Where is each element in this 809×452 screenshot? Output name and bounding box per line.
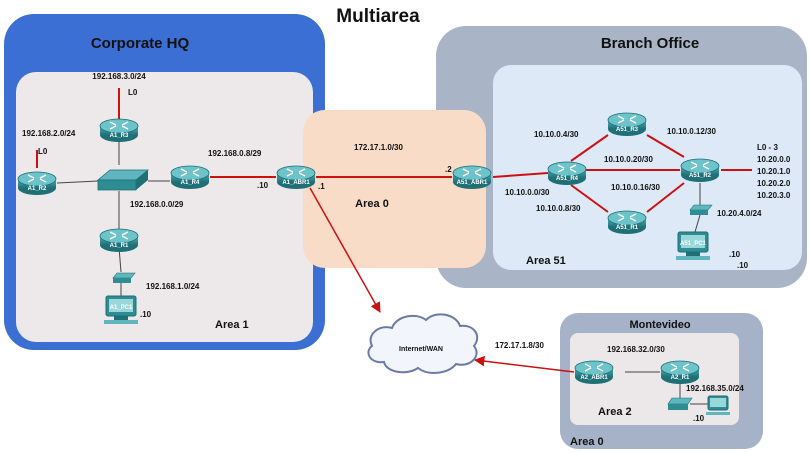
router-a51-r4: A51_R4 — [547, 161, 587, 186]
address-labels: 192.168.3.0/24 L0 192.168.2.0/24 L0 192.… — [22, 72, 791, 423]
link-a51abr1-r4 — [492, 172, 549, 178]
net-label: 10.10.0.4/30 — [534, 130, 579, 139]
net-label: 192.168.2.0/24 — [22, 129, 76, 138]
link-r1-r2 — [646, 182, 685, 213]
pc-a1-pc1: A1_PC1 — [104, 295, 138, 324]
router-label: A51_R1 — [616, 225, 639, 231]
host-label: .10 — [737, 261, 749, 270]
router-label: A1_R1 — [110, 243, 129, 249]
switch-icon — [112, 272, 136, 283]
link-abr1-internet — [309, 187, 381, 313]
loopback-addr: 10.20.2.0 — [757, 179, 791, 188]
area0-center-region — [303, 110, 486, 268]
pc-label: A51_PC1 — [680, 241, 707, 247]
switch-icon — [96, 169, 150, 191]
net-label: 192.168.1.0/24 — [146, 282, 200, 291]
router-a51-r3: A51_R3 — [607, 112, 647, 137]
loopbacks-title: L0 - 3 — [757, 143, 778, 152]
loopback-label: L0 — [38, 147, 48, 156]
loopback-addr: 10.20.3.0 — [757, 191, 791, 200]
router-label: A1_R2 — [28, 186, 47, 192]
cloud-icon — [367, 313, 479, 374]
router-label: A2_R1 — [671, 375, 690, 381]
router-a1-r2: A1_R2 — [17, 171, 57, 196]
link-r4-r1 — [570, 184, 609, 213]
pc-label: A1_PC1 — [110, 305, 133, 311]
net-label: 192.168.3.0/24 — [92, 72, 146, 81]
link-r4-r3 — [570, 134, 609, 162]
net-label: 192.168.0.0/29 — [130, 200, 184, 209]
host-label: .1 — [318, 182, 325, 191]
branch-title: Branch Office — [601, 35, 699, 52]
hq-title: Corporate HQ — [91, 35, 190, 52]
router-a2-r1: A2_R1 — [660, 360, 700, 385]
host-label: .10 — [729, 250, 741, 259]
link-switch51-pc — [694, 214, 701, 233]
switch-icon — [667, 397, 693, 410]
monte-area0-label: Area 0 — [570, 436, 604, 448]
host-label: .2 — [445, 165, 452, 174]
net-label: 172.17.1.8/30 — [495, 341, 544, 350]
loopback-addr: 10.20.1.0 — [757, 167, 791, 176]
net-label: 10.10.0.20/30 — [604, 155, 653, 164]
host-label: .10 — [693, 414, 705, 423]
links — [36, 88, 752, 405]
link-r3-r2 — [646, 134, 685, 158]
link-a2abr1-internet — [473, 355, 575, 373]
router-label: A1_R4 — [181, 180, 200, 186]
net-label: 192.168.35.0/24 — [686, 384, 744, 393]
router-label: A2_ABR1 — [580, 375, 608, 381]
corporate-hq-region — [4, 14, 325, 350]
router-a1-r3: A1_R3 — [99, 118, 139, 143]
router-label: A1_ABR1 — [282, 180, 310, 186]
area51-label: Area 51 — [526, 255, 566, 267]
router-label: A51_R3 — [616, 127, 639, 133]
net-label: 172.17.1.0/30 — [354, 143, 403, 152]
host-label: .10 — [257, 181, 269, 190]
area1-label: Area 1 — [215, 319, 249, 331]
router-a1-r4: A1_R4 — [170, 165, 210, 190]
net-label: 192.168.32.0/30 — [607, 345, 665, 354]
router-label: A51_R2 — [689, 173, 712, 179]
router-label: A51_ABR1 — [457, 180, 488, 186]
diagram-title: Multiarea — [336, 6, 420, 27]
cloud-label: Internet/WAN — [399, 346, 443, 353]
loopback-label: L0 — [128, 88, 138, 97]
montevideo-title: Montevideo — [629, 319, 690, 331]
area2-label: Area 2 — [598, 406, 632, 418]
switch-icon — [689, 204, 713, 215]
router-a51-abr1: A51_ABR1 — [452, 165, 492, 190]
loopback-addr: 10.20.0.0 — [757, 155, 791, 164]
branch-office-region — [436, 26, 807, 288]
net-label: 192.168.0.8/29 — [208, 149, 262, 158]
pc-a2 — [706, 395, 730, 415]
router-a51-r1: A51_R1 — [607, 210, 647, 235]
router-a51-r2: A51_R2 — [680, 158, 720, 183]
pc-a51-pc1: A51_PC1 — [676, 231, 710, 260]
area0-center-label: Area 0 — [355, 198, 389, 210]
internet-wan-cloud: Internet/WAN — [367, 313, 479, 374]
net-label: 10.10.0.12/30 — [667, 127, 716, 136]
net-label: 10.10.0.16/30 — [611, 183, 660, 192]
router-a1-abr1: A1_ABR1 — [276, 165, 316, 190]
router-a2-abr1: A2_ABR1 — [574, 360, 614, 385]
router-label: A51_R4 — [556, 176, 579, 182]
host-label: .10 — [140, 310, 152, 319]
net-label: 10.20.4.0/24 — [717, 209, 762, 218]
net-label: 10.10.0.0/30 — [505, 188, 550, 197]
link-r2-switch — [56, 180, 99, 184]
router-label: A1_R3 — [110, 133, 129, 139]
router-a1-r1: A1_R1 — [99, 228, 139, 253]
net-label: 10.10.0.8/30 — [536, 204, 581, 213]
